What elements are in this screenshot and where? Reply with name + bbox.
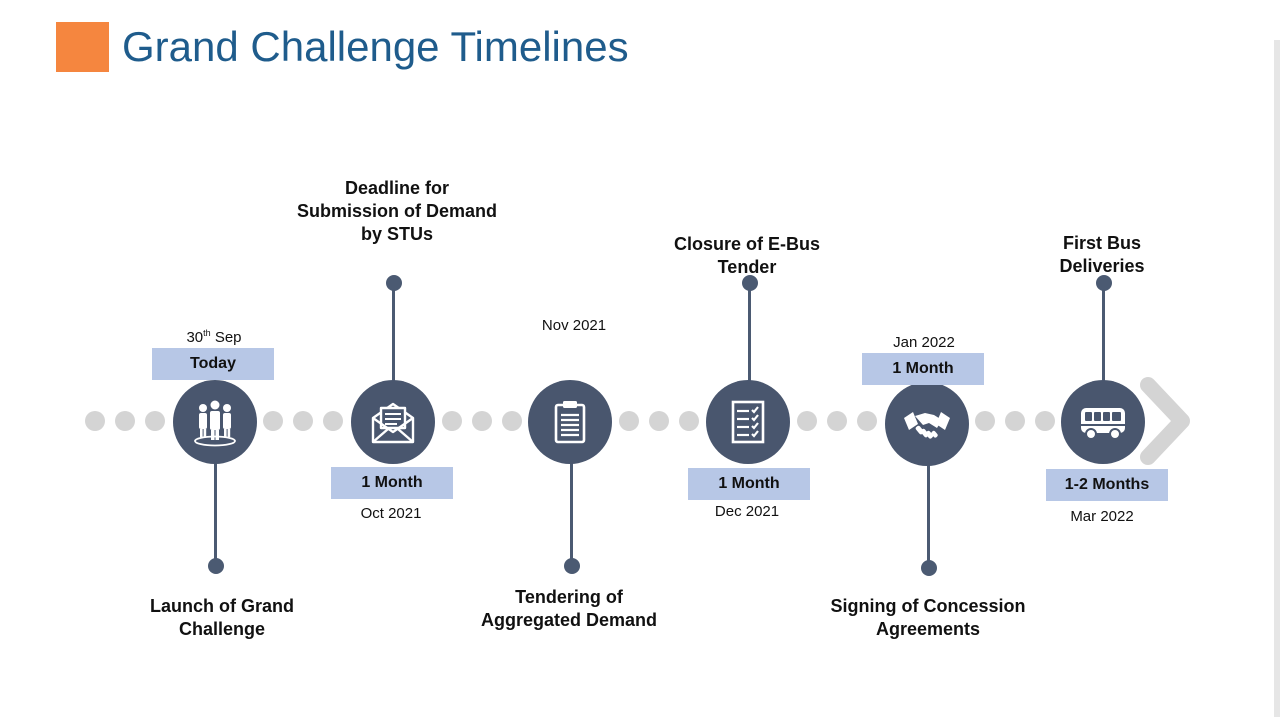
milestone-node [351, 380, 435, 464]
duration-box: 1-2 Months [1046, 469, 1168, 501]
milestone-date: Dec 2021 [714, 503, 780, 520]
track-dot [115, 411, 135, 431]
handshake-icon [904, 412, 950, 439]
people-icon [194, 400, 236, 447]
milestone-node [1061, 380, 1145, 464]
connector-line [570, 440, 573, 566]
duration-box: 1 Month [862, 353, 984, 385]
track-dot [797, 411, 817, 431]
slide-edge [1274, 40, 1280, 717]
track-dot [145, 411, 165, 431]
track-dot [827, 411, 847, 431]
track-dot [679, 411, 699, 431]
connector-end-dot [208, 558, 224, 574]
track-dot [263, 411, 283, 431]
bus-icon [1081, 408, 1125, 440]
title-accent-square [56, 22, 109, 72]
connector-line [927, 440, 930, 568]
track-dot [649, 411, 669, 431]
envelope-icon [371, 402, 415, 444]
milestone-date: Nov 2021 [541, 317, 607, 334]
connector-end-dot [921, 560, 937, 576]
connector-end-dot [564, 558, 580, 574]
track-dot [85, 411, 105, 431]
track-dot [502, 411, 522, 431]
milestone-date: Jan 2022 [893, 334, 955, 351]
duration-box: Today [152, 348, 274, 380]
connector-line [748, 283, 751, 393]
duration-box: 1 Month [688, 468, 810, 500]
connector-line [214, 440, 217, 566]
connector-end-dot [386, 275, 402, 291]
track-dot [293, 411, 313, 431]
duration-box: 1 Month [331, 467, 453, 499]
milestone-date: 30th Sep [186, 328, 242, 346]
track-dot [442, 411, 462, 431]
connector-line [1102, 283, 1105, 393]
milestone-date: Mar 2022 [1070, 508, 1134, 525]
track-dot [975, 411, 995, 431]
connector-end-dot [742, 275, 758, 291]
page-title: Grand Challenge Timelines [122, 23, 629, 70]
track-dot [323, 411, 343, 431]
clipboard-icon [554, 401, 586, 444]
track-dot [619, 411, 639, 431]
milestone-node [885, 382, 969, 466]
track-dot [472, 411, 492, 431]
milestone-node [528, 380, 612, 464]
track-dot [1035, 411, 1055, 431]
checklist-icon [731, 400, 765, 444]
track-dot [857, 411, 877, 431]
track-dot [1005, 411, 1025, 431]
connector-end-dot [1096, 275, 1112, 291]
timeline-arrow-icon [1140, 377, 1190, 465]
milestone-node [706, 380, 790, 464]
milestone-node [173, 380, 257, 464]
milestone-date: Oct 2021 [360, 505, 422, 522]
connector-line [392, 283, 395, 393]
